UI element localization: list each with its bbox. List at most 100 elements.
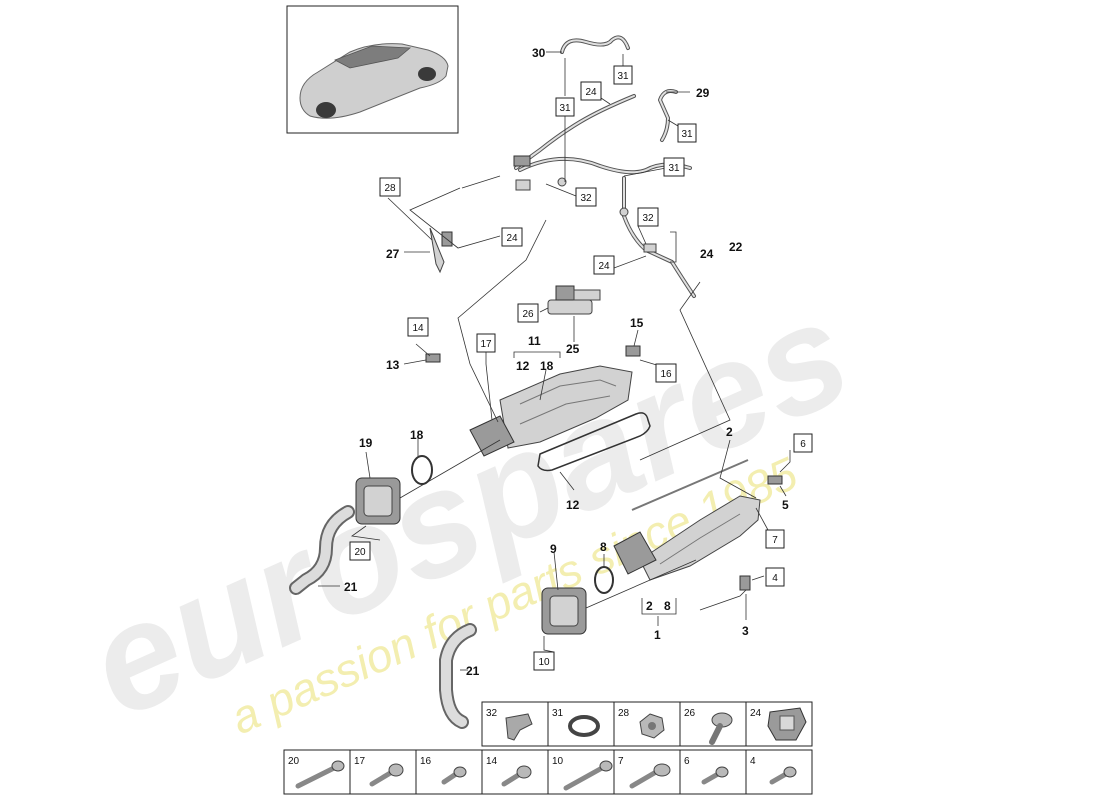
callout-c29[interactable]: 29 <box>696 86 710 100</box>
callout-c19[interactable]: 19 <box>359 436 373 450</box>
boxed-callouts: 31 31 24 31 31 28 32 24 32 24 26 14 17 1… <box>349 65 813 671</box>
legend-cell-17[interactable]: 17 <box>354 756 404 787</box>
legend-cell-label: 24 <box>750 708 762 719</box>
short-bolt-icon <box>769 771 789 785</box>
box-label: 24 <box>506 233 518 244</box>
bolt-head-icon <box>653 763 671 777</box>
legend-cell-label: 16 <box>420 756 432 767</box>
short-bolt-icon <box>441 771 459 785</box>
legend-cell-label: 7 <box>618 756 624 767</box>
bolt-head-icon <box>599 760 613 772</box>
callout-c21a[interactable]: 21 <box>344 580 358 594</box>
box-label: 31 <box>668 163 680 174</box>
callout-c25[interactable]: 25 <box>566 342 580 356</box>
box-callout-b16[interactable]: 16 <box>655 363 677 383</box>
box-label: 28 <box>384 183 396 194</box>
legend-cell-label: 14 <box>486 756 498 767</box>
legend-cell-4[interactable]: 4 <box>750 756 797 785</box>
bracket-clip-inner-icon <box>779 715 795 731</box>
callout-c13[interactable]: 13 <box>386 358 400 372</box>
legend-cell-label: 17 <box>354 756 366 767</box>
legend-cell-10[interactable]: 10 <box>552 756 613 791</box>
box-label: 32 <box>642 213 654 224</box>
legend-cell-24[interactable]: 24 <box>750 707 807 741</box>
callout-c9[interactable]: 9 <box>550 542 557 556</box>
bolt-icon <box>369 769 395 787</box>
bolt-head-icon <box>783 766 797 778</box>
number-callouts: 30 29 27 22 24 25 15 13 11 12 18 19 18 1… <box>344 46 789 678</box>
legend-cell-31[interactable]: 31 <box>552 708 600 737</box>
bolt-head-icon <box>331 760 345 772</box>
callout-c12a[interactable]: 12 <box>516 359 530 373</box>
clip-icon <box>505 713 533 741</box>
callout-c21b[interactable]: 21 <box>466 664 480 678</box>
legend-cell-label: 26 <box>684 708 696 719</box>
box-label: 26 <box>522 309 534 320</box>
callout-c11[interactable]: 11 <box>528 334 541 348</box>
bolt-head-icon <box>516 765 532 779</box>
box-label: 31 <box>681 129 693 140</box>
legend-cell-28[interactable]: 28 <box>618 708 665 739</box>
bolt-head-icon <box>388 763 404 777</box>
legend-cell-16[interactable]: 16 <box>420 756 467 785</box>
long-bolt-icon <box>295 765 337 789</box>
legend-cell-14[interactable]: 14 <box>486 756 532 787</box>
legend-cell-20[interactable]: 20 <box>288 756 345 789</box>
box-callout-b6[interactable]: 6 <box>793 433 813 453</box>
box-callout-b31b[interactable]: 31 <box>555 97 575 117</box>
legend-cell-7[interactable]: 7 <box>618 756 671 789</box>
callout-c18a[interactable]: 18 <box>540 359 554 373</box>
box-label: 24 <box>598 261 610 272</box>
hose-clamp-icon <box>568 715 600 737</box>
box-label: 31 <box>559 103 571 114</box>
box-callout-b24b[interactable]: 24 <box>501 227 523 247</box>
callout-c27[interactable]: 27 <box>386 247 400 261</box>
box-label: 7 <box>772 535 778 546</box>
box-callout-b32b[interactable]: 32 <box>637 207 659 227</box>
box-callout-b26[interactable]: 26 <box>517 303 539 323</box>
callout-c2b[interactable]: 2 <box>646 599 653 613</box>
box-label: 24 <box>585 87 597 98</box>
legend-cell-label: 4 <box>750 756 756 767</box>
box-label: 4 <box>772 573 778 584</box>
box-callout-b17[interactable]: 17 <box>476 333 496 353</box>
box-callout-b28[interactable]: 28 <box>379 177 401 197</box>
legend-cell-label: 32 <box>486 708 498 719</box>
long-bolt-icon <box>563 765 605 791</box>
box-callout-b24c[interactable]: 24 <box>593 255 615 275</box>
callout-c22[interactable]: 22 <box>729 240 743 254</box>
legend-cell-6[interactable]: 6 <box>684 756 729 785</box>
box-callout-b32a[interactable]: 32 <box>575 187 597 207</box>
box-callout-b14[interactable]: 14 <box>407 317 429 337</box>
legend-top-row: 32 31 28 26 24 <box>481 701 813 747</box>
callout-c8a[interactable]: 8 <box>600 540 607 554</box>
legend-cell-26[interactable]: 26 <box>684 708 733 745</box>
box-label: 10 <box>538 657 550 668</box>
legend-cell-label: 20 <box>288 756 300 767</box>
bolt-head-icon <box>715 766 729 778</box>
box-label: 17 <box>480 339 492 350</box>
legend-cell-32[interactable]: 32 <box>486 708 533 741</box>
callout-c18b[interactable]: 18 <box>410 428 424 442</box>
callout-c1[interactable]: 1 <box>654 628 661 642</box>
callout-c12b[interactable]: 12 <box>566 498 580 512</box>
callout-c5[interactable]: 5 <box>782 498 789 512</box>
box-callout-b20[interactable]: 20 <box>349 541 371 561</box>
box-callout-b31c[interactable]: 31 <box>677 123 697 143</box>
box-callout-b31d[interactable]: 31 <box>663 157 685 177</box>
callout-c30[interactable]: 30 <box>532 46 546 60</box>
box-callout-b7[interactable]: 7 <box>765 529 785 549</box>
callout-c8b[interactable]: 8 <box>664 599 671 613</box>
box-callout-b24a[interactable]: 24 <box>580 81 602 101</box>
box-callout-b4[interactable]: 4 <box>765 567 785 587</box>
callout-c2a[interactable]: 2 <box>726 425 733 439</box>
box-callout-b31a[interactable]: 31 <box>613 65 633 85</box>
callout-c3[interactable]: 3 <box>742 624 749 638</box>
part-illustrations <box>289 35 783 729</box>
box-label: 16 <box>660 369 672 380</box>
callout-c24a[interactable]: 24 <box>700 247 714 261</box>
callout-c15[interactable]: 15 <box>630 316 644 330</box>
box-callout-b10[interactable]: 10 <box>533 651 555 671</box>
box-label: 20 <box>354 547 366 558</box>
